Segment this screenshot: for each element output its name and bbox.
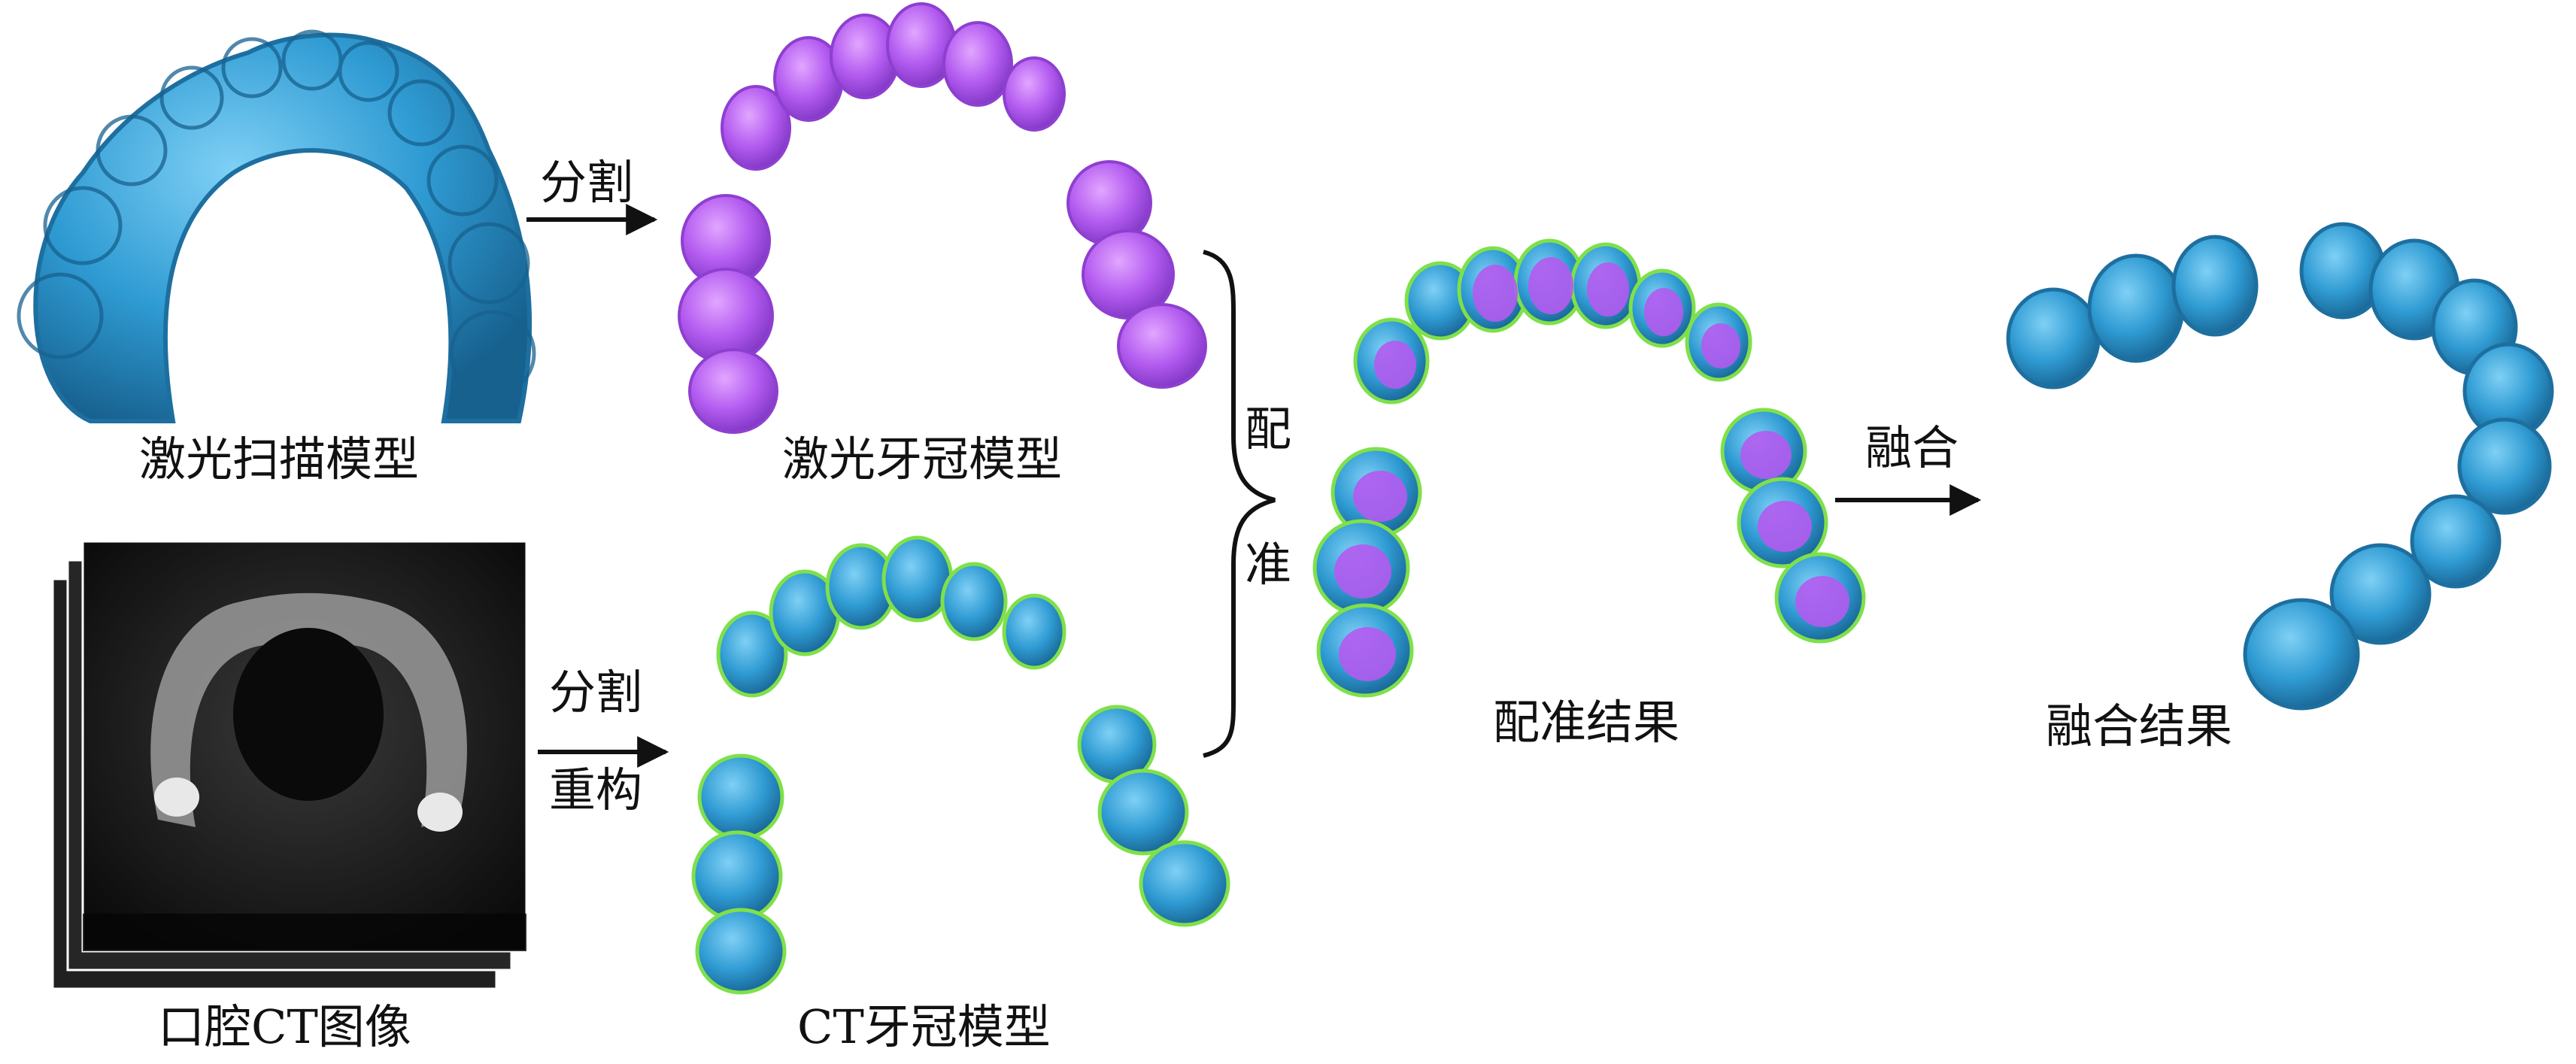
registration-result-label: 配准结果 bbox=[1493, 695, 1680, 750]
registration-result-image bbox=[1312, 238, 1866, 698]
laser-crown-model-image bbox=[678, 2, 1207, 434]
laser-scan-model-image bbox=[17, 29, 536, 423]
registration-brace bbox=[1203, 250, 1276, 758]
ct-crown-model-label: CT牙冠模型 bbox=[797, 999, 1051, 1054]
laser-crown-model-label: 激光牙冠模型 bbox=[782, 432, 1063, 487]
fusion-result-label: 融合结果 bbox=[2046, 699, 2233, 753]
reconstruct-label: 重构 bbox=[549, 762, 643, 817]
fusion-result-image bbox=[2006, 222, 2554, 711]
fusion-arrow-label: 融合 bbox=[1865, 420, 1959, 475]
segment-label-bottom: 分割 bbox=[549, 665, 643, 720]
brace-label-char-2: 准 bbox=[1245, 537, 1292, 592]
laser-scan-model-label: 激光扫描模型 bbox=[139, 432, 420, 487]
segment-label-top: 分割 bbox=[540, 155, 634, 210]
oral-ct-image-label: 口腔CT图像 bbox=[158, 999, 411, 1054]
ct-crown-model-image bbox=[691, 535, 1230, 995]
brace-label-char-1: 配 bbox=[1245, 402, 1292, 456]
oral-ct-image bbox=[51, 540, 528, 990]
